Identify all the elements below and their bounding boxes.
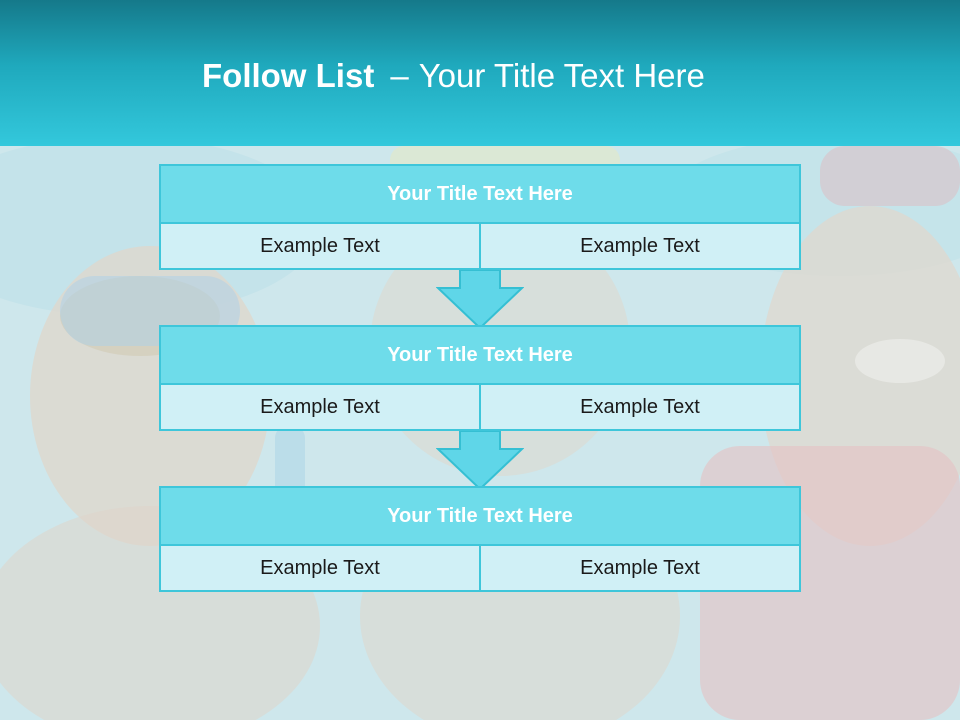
list-block-cell-right: Example Text: [481, 224, 799, 268]
slide-title-rest: Your Title Text Here: [418, 57, 705, 94]
list-block-cell-left: Example Text: [161, 385, 479, 429]
list-block-3: Your Title Text Here Example Text Exampl…: [159, 486, 801, 592]
down-arrow-icon: [436, 270, 524, 330]
header-bar: Follow List–Your Title Text Here: [0, 0, 960, 146]
list-block-title: Your Title Text Here: [161, 327, 799, 383]
list-block-cell-left: Example Text: [161, 224, 479, 268]
list-block-cell-left: Example Text: [161, 546, 479, 590]
list-block-1: Your Title Text Here Example Text Exampl…: [159, 164, 801, 270]
down-arrow-icon: [436, 431, 524, 491]
slide-title-dash: –: [390, 57, 409, 94]
list-block-2: Your Title Text Here Example Text Exampl…: [159, 325, 801, 431]
list-block-title: Your Title Text Here: [161, 166, 799, 222]
slide-title: Follow List–Your Title Text Here: [202, 54, 705, 98]
list-block-cell-right: Example Text: [481, 546, 799, 590]
list-block-cell-right: Example Text: [481, 385, 799, 429]
list-block-title: Your Title Text Here: [161, 488, 799, 544]
slide-title-bold: Follow List: [202, 57, 375, 94]
